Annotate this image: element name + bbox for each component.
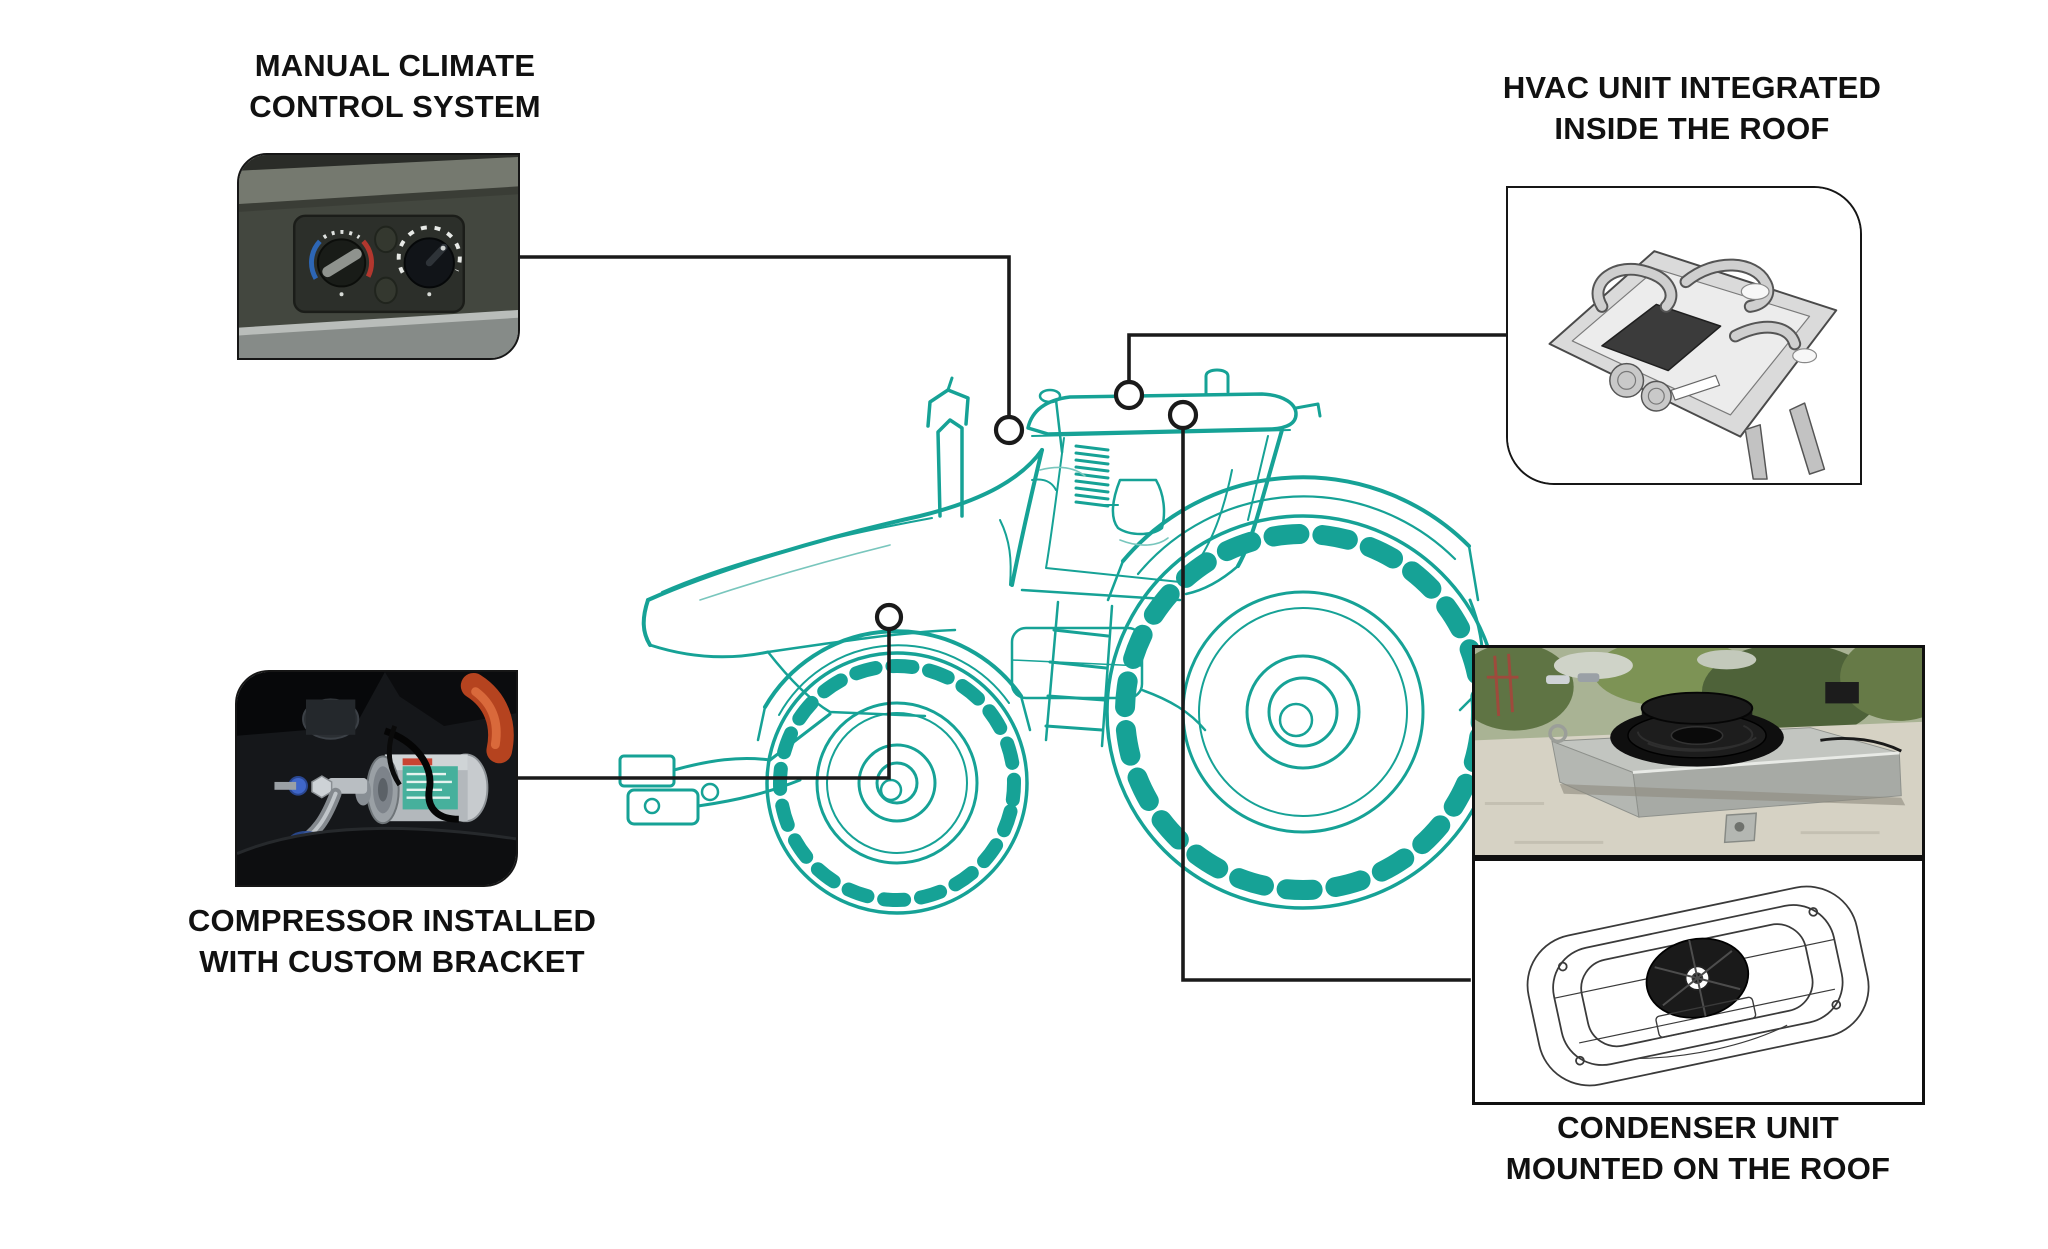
condenser-photo bbox=[1472, 645, 1925, 858]
compressor-label-line2: WITH CUSTOM BRACKET bbox=[199, 943, 585, 979]
exhaust-stack bbox=[926, 376, 970, 518]
rear-fender-inner bbox=[1136, 495, 1457, 576]
condenser-label-line1: CONDENSER UNIT bbox=[1557, 1110, 1839, 1145]
hvac-unit-image bbox=[1506, 186, 1862, 485]
compressor-body bbox=[355, 753, 489, 825]
hvac-unit-label-line2: INSIDE THE ROOF bbox=[1554, 110, 1830, 146]
marker-condenser bbox=[1167, 399, 1199, 431]
cab bbox=[1010, 368, 1322, 602]
connector-climate bbox=[518, 255, 1011, 418]
rear-fender bbox=[1121, 475, 1471, 563]
condenser-label-line2: MOUNTED ON THE ROOF bbox=[1505, 1150, 1891, 1186]
marker-hvac bbox=[1113, 379, 1145, 411]
chassis bbox=[999, 519, 1207, 732]
marker-climate bbox=[993, 414, 1025, 446]
climate-control-label-line2: CONTROL SYSTEM bbox=[249, 88, 541, 124]
condenser-label: CONDENSER UNIT MOUNTED ON THE ROOF bbox=[1448, 1108, 1948, 1190]
hvac-unit-label-line1: HVAC UNIT INTEGRATED bbox=[1502, 70, 1882, 105]
compressor-label: COMPRESSOR INSTALLED WITH CUSTOM BRACKET bbox=[142, 901, 642, 983]
connector-condenser bbox=[1181, 427, 1471, 982]
compressor-label-line1: COMPRESSOR INSTALLED bbox=[187, 903, 597, 938]
front-wheel bbox=[765, 651, 1029, 915]
climate-control-label: MANUAL CLIMATE CONTROL SYSTEM bbox=[145, 46, 645, 128]
cab-steps bbox=[1044, 600, 1114, 748]
hood bbox=[641, 448, 1044, 718]
marker-compressor bbox=[874, 602, 904, 632]
compressor-photo bbox=[235, 670, 518, 887]
connector-lines bbox=[516, 255, 1508, 982]
connector-compressor bbox=[516, 628, 891, 780]
rear-wheel bbox=[1105, 514, 1501, 910]
hvac-unit-label: HVAC UNIT INTEGRATED INSIDE THE ROOF bbox=[1442, 68, 1942, 150]
front-hitch bbox=[618, 712, 832, 826]
temperature-knob bbox=[309, 230, 374, 297]
detail-lines bbox=[699, 466, 1169, 601]
intake-louvres bbox=[1074, 444, 1110, 508]
tractor-illustration bbox=[618, 368, 1501, 915]
climate-control-photo bbox=[237, 153, 520, 360]
condenser-drawing bbox=[1472, 858, 1925, 1105]
connector-hvac bbox=[1127, 333, 1508, 383]
fan-knob bbox=[396, 225, 462, 297]
condenser-unit bbox=[1548, 691, 1906, 844]
climate-control-label-line1: MANUAL CLIMATE bbox=[254, 48, 536, 83]
